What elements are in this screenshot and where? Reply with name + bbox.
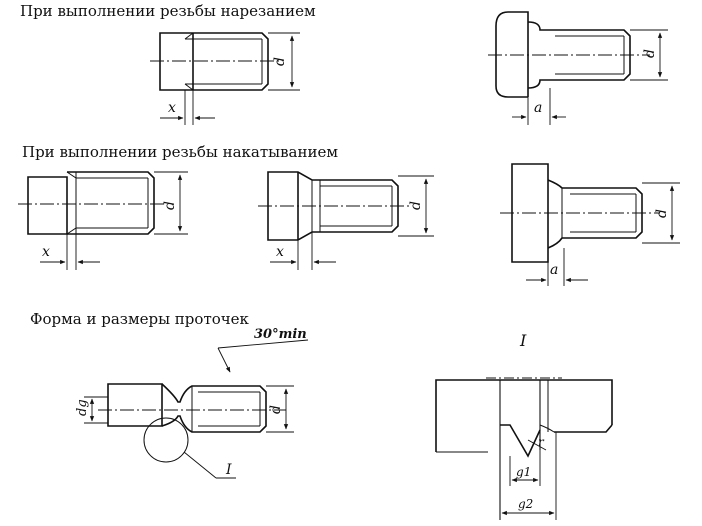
label-d-fig2: d	[642, 49, 658, 58]
label-d-fig6: d	[268, 405, 284, 414]
label-a-fig2: a	[534, 100, 542, 116]
label-angle-30-min: 30°min	[254, 327, 307, 342]
label-a-fig5: a	[550, 262, 558, 278]
label-detail-title-i: I	[519, 331, 527, 350]
fig-groove-shape	[84, 339, 309, 479]
label-x-fig3: x	[42, 244, 50, 260]
fig-rolled-thread-relieved	[258, 171, 434, 270]
label-d-fig1: d	[272, 57, 288, 66]
label-d-fig3: d	[162, 201, 178, 210]
heading-thread-rolling: При выполнении резьбы накатыванием	[22, 143, 339, 161]
label-d-fig5: d	[654, 209, 670, 218]
label-detail-ref-i: I	[225, 462, 232, 478]
fig-detail-i	[435, 377, 613, 520]
fig-cut-thread-rod	[150, 32, 300, 125]
label-r: r	[538, 435, 545, 449]
fig-cut-thread-bolt	[488, 11, 668, 125]
heading-groove-shape: Форма и размеры проточек	[30, 310, 249, 328]
label-d-fig4: d	[408, 201, 424, 210]
label-x-fig4: x	[276, 244, 284, 260]
label-x-fig1: x	[168, 100, 176, 116]
heading-thread-cutting: При выполнении резьбы нарезанием	[20, 2, 316, 20]
fig-rolled-thread-rod	[18, 171, 188, 270]
label-g1: g1	[516, 465, 531, 479]
fig-rolled-thread-bolt	[500, 163, 680, 286]
label-dg: dg	[75, 399, 90, 416]
label-g2: g2	[518, 497, 533, 511]
